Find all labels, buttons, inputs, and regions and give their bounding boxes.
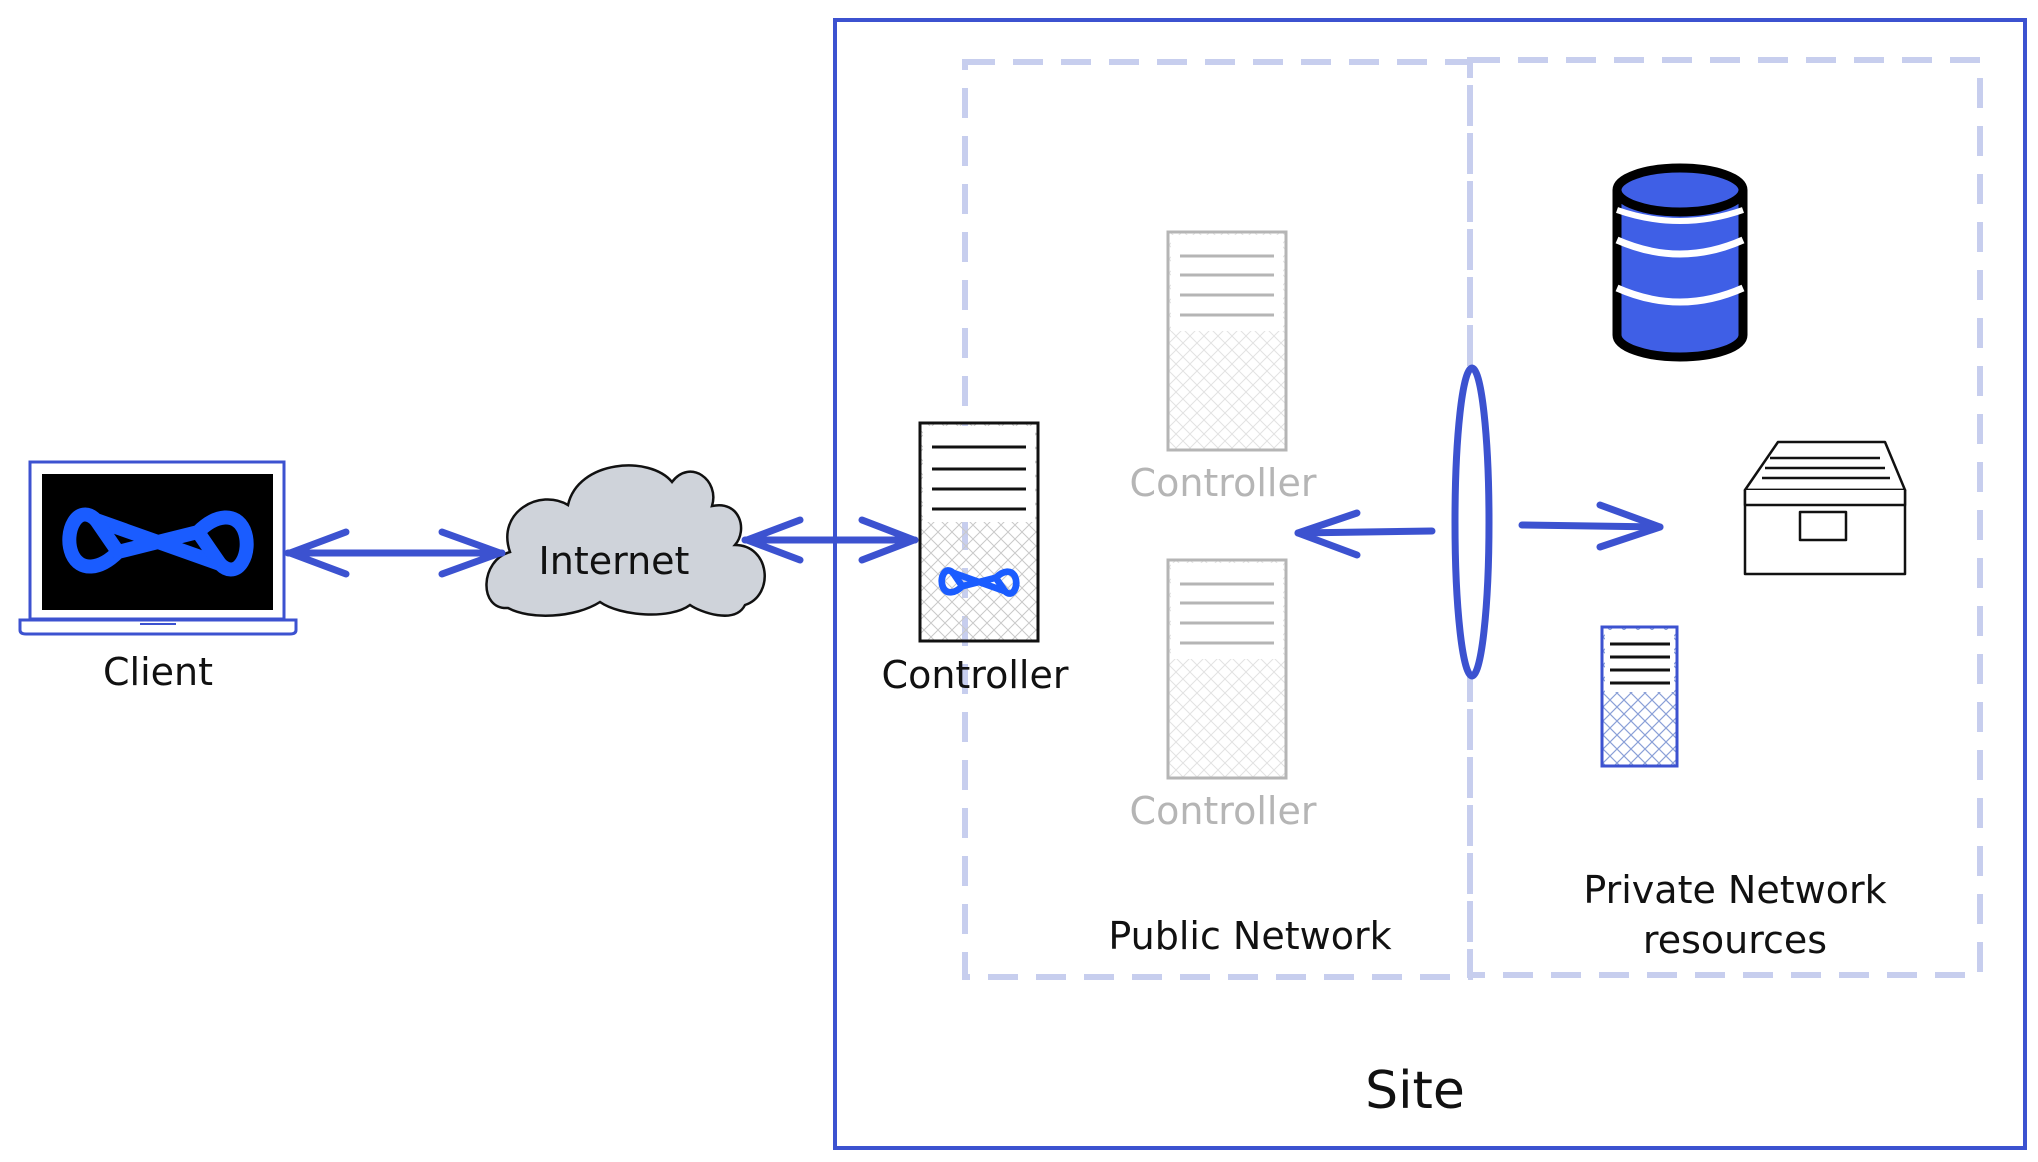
private-network-zone	[1467, 57, 1983, 978]
server-icon	[1166, 558, 1288, 780]
controller-faded-label-2: Controller	[1130, 789, 1317, 833]
client-label: Client	[103, 650, 213, 694]
client-internet-arrow	[284, 528, 506, 578]
server-icon	[1600, 625, 1679, 768]
server-icon	[918, 421, 1040, 643]
file-drawer-icon	[1743, 440, 1907, 576]
internet-label: Internet	[539, 539, 690, 583]
server-icon	[1166, 230, 1288, 452]
public-network-zone	[962, 59, 1473, 980]
internet-controller-arrow	[741, 516, 919, 564]
laptop-icon	[18, 460, 298, 636]
controller-faded-label-1: Controller	[1130, 461, 1317, 505]
public-network-label: Public Network	[1108, 914, 1391, 958]
gateway-to-private-arrow	[1518, 501, 1664, 551]
gateway-ellipse	[1451, 364, 1493, 680]
private-network-label-line1: Private Network	[1583, 868, 1886, 912]
gateway-to-public-arrow	[1294, 509, 1436, 559]
infinity-logo-icon	[938, 567, 1020, 597]
database-icon	[1612, 163, 1748, 362]
infinity-logo-icon	[62, 507, 254, 577]
private-network-label-line2: resources	[1643, 918, 1827, 962]
cloud-icon	[485, 464, 766, 617]
site-boundary	[833, 18, 2027, 1150]
site-label: Site	[1365, 1061, 1465, 1121]
controller-main-label: Controller	[882, 653, 1069, 697]
